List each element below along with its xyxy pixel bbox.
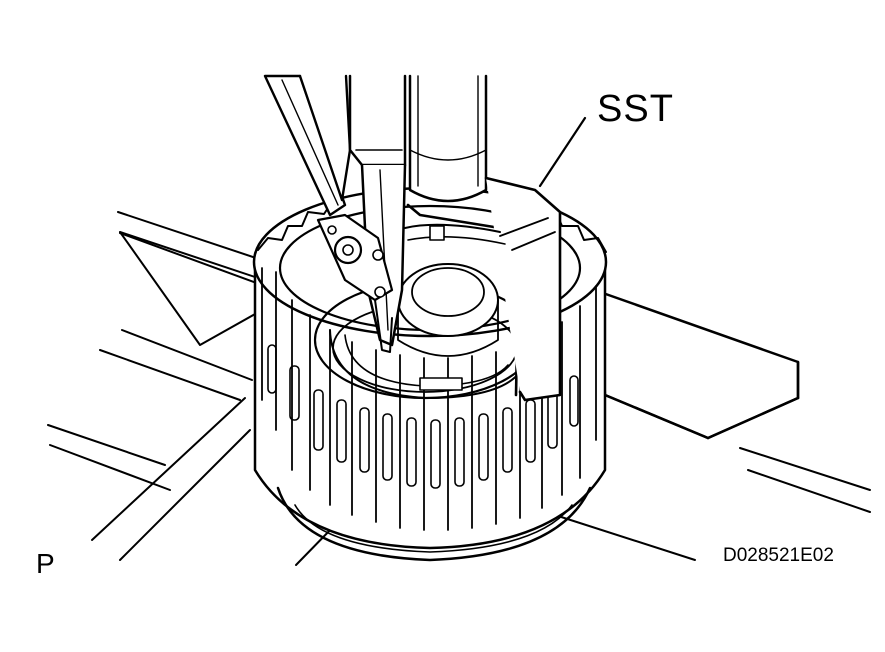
figure-code-label: D028521E02 [723, 545, 834, 566]
snap-ring-pliers [263, 74, 407, 353]
sst-callout-label: SST [597, 88, 674, 130]
view-letter-label: P [36, 548, 55, 579]
workbench [47, 211, 871, 566]
special-service-tool [404, 74, 587, 402]
